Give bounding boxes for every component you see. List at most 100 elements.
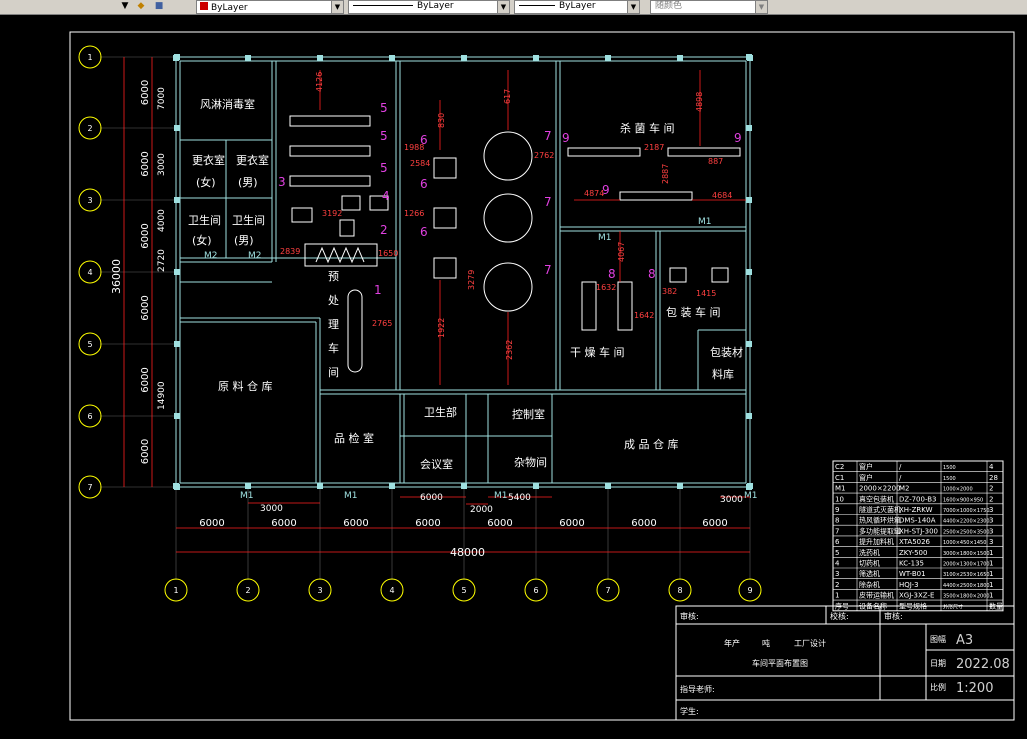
- dim-label: 887: [708, 157, 723, 166]
- dim-label: 5400: [508, 493, 531, 503]
- axis-label: 4: [389, 586, 394, 595]
- cad-drawing-canvas[interactable]: 4126 830 617 4898 2584 1988 2762 2187 88…: [0, 15, 1027, 739]
- table-cell: 真空包装机: [859, 494, 894, 503]
- equipment-tag: 6: [420, 225, 428, 239]
- table-cell: 1500: [943, 476, 956, 482]
- axis-label: 1: [173, 586, 178, 595]
- lineweight-select[interactable]: ByLayer ▼: [514, 0, 640, 14]
- axis-label: 5: [87, 340, 92, 349]
- table-cell: 洗药机: [859, 548, 880, 557]
- table-cell: 2000×2200: [859, 485, 901, 493]
- color-swatch: [200, 2, 208, 10]
- table-cell: 1: [989, 549, 993, 557]
- table-cell: 2: [989, 495, 993, 503]
- dim-label: 2839: [280, 247, 300, 256]
- column: [174, 269, 180, 275]
- door-label: M1: [240, 491, 254, 501]
- dim-label: 382: [662, 287, 677, 296]
- table-cell: M1: [835, 485, 846, 493]
- axis-bubble: [738, 578, 762, 602]
- structural-columns: [173, 54, 753, 490]
- table-cell: 3500×1800×2000: [943, 594, 990, 600]
- title-paper-label: 图幅: [930, 634, 946, 644]
- layer-previous-icon[interactable]: ■: [154, 1, 164, 11]
- equipment-tag: 9: [562, 131, 570, 145]
- room-qc: 品 检 室: [334, 431, 374, 445]
- total-width-label: 48000: [450, 546, 485, 559]
- table-cell: 筛选机: [859, 569, 880, 578]
- door-label: M1: [494, 491, 508, 501]
- equipment-layer: [289, 115, 741, 373]
- room-wc-male-tag: (男): [234, 234, 254, 247]
- axis-label: 9: [747, 586, 752, 595]
- dim-label: 1632: [596, 283, 616, 292]
- axis-bubble: [524, 578, 548, 602]
- table-cell: 2000×1300×1700: [943, 562, 990, 568]
- dim-label: 6000: [140, 295, 151, 320]
- column: [389, 483, 395, 489]
- title-paper-value: A3: [956, 633, 973, 648]
- equipment-cutter-1: [341, 195, 361, 211]
- table-cell: KC-135: [899, 560, 924, 568]
- equipment-packer-2: [711, 267, 729, 283]
- axis-label: 6: [87, 412, 92, 421]
- table-cell: 2: [989, 485, 993, 493]
- dim-label: 1922: [437, 318, 446, 338]
- axis-label: 3: [87, 196, 92, 205]
- equipment-tag: 9: [602, 183, 610, 197]
- equipment-tag: 5: [380, 161, 388, 175]
- equipment-tag: 8: [648, 267, 656, 281]
- table-cell: 1500: [943, 465, 956, 471]
- equipment-conveyor: [304, 243, 378, 267]
- table-cell: HQJ-3: [899, 581, 919, 589]
- local-dimension-labels: 3000 6000 2000 5400 3000 14900 7000 3000…: [157, 87, 743, 515]
- plotstyle-select[interactable]: 随颜色 ▼: [650, 0, 768, 14]
- room-control: 控制室: [512, 407, 545, 421]
- table-cell: 3000×1800×1500: [943, 551, 990, 557]
- color-select[interactable]: ByLayer ▼: [196, 0, 344, 14]
- color-select-value: ByLayer: [211, 3, 248, 13]
- room-dress-male: 更衣室: [236, 153, 269, 167]
- dim-label: 6000: [702, 518, 727, 529]
- table-cell: 3: [989, 517, 993, 525]
- column: [245, 483, 251, 489]
- dim-label: 2887: [661, 164, 670, 184]
- layer-states-icon[interactable]: ◆: [137, 1, 145, 11]
- dim-label: 3192: [322, 209, 342, 218]
- title-drawing-name: 车间平面布置图: [752, 658, 808, 668]
- room-raw: 原 料 仓 库: [218, 379, 273, 393]
- equipment-sterilizer-2: [667, 147, 741, 157]
- table-cell: 窗户: [859, 473, 873, 482]
- column: [174, 125, 180, 131]
- room-packmat-2: 料库: [712, 367, 734, 381]
- dim-label: 6000: [140, 151, 151, 176]
- axis-label: 6: [533, 586, 538, 595]
- axis-label: 2: [245, 586, 250, 595]
- lineweight-sample: [519, 5, 555, 6]
- equipment-extract-tank-2: [483, 193, 533, 243]
- column: [533, 55, 539, 61]
- room-pack: 包 装 车 间: [666, 305, 721, 319]
- column: [677, 483, 683, 489]
- table-cell: /: [899, 474, 902, 482]
- room-pretreat-2: 处: [328, 294, 339, 307]
- room-pretreat-1: 预: [328, 270, 339, 283]
- equipment-tag: 7: [544, 195, 552, 209]
- room-health: 卫生部: [424, 405, 457, 419]
- axis-label: 2: [87, 124, 92, 133]
- title-block-text: 审核: 校核: 审核: 年产 吨 工厂设计 车间平面布置图 图幅 日期 比例 指…: [680, 611, 946, 716]
- column: [605, 55, 611, 61]
- dimension-layer: [123, 57, 750, 553]
- equipment-lift-2: [433, 207, 457, 229]
- layer-dropdown-icon[interactable]: ▼: [121, 1, 129, 11]
- plotstyle-select-value: 随颜色: [655, 1, 683, 11]
- linetype-select[interactable]: ByLayer ▼: [348, 0, 510, 14]
- equipment-cutter-2: [369, 195, 389, 211]
- equipment-lift-1: [433, 157, 457, 179]
- room-dry: 干 燥 车 间: [570, 345, 625, 359]
- equipment-sterilizer-1: [567, 147, 641, 157]
- table-cell: 3: [989, 527, 993, 535]
- table-cell: DZ-700-B3: [899, 495, 936, 503]
- equipment-tag: 6: [420, 177, 428, 191]
